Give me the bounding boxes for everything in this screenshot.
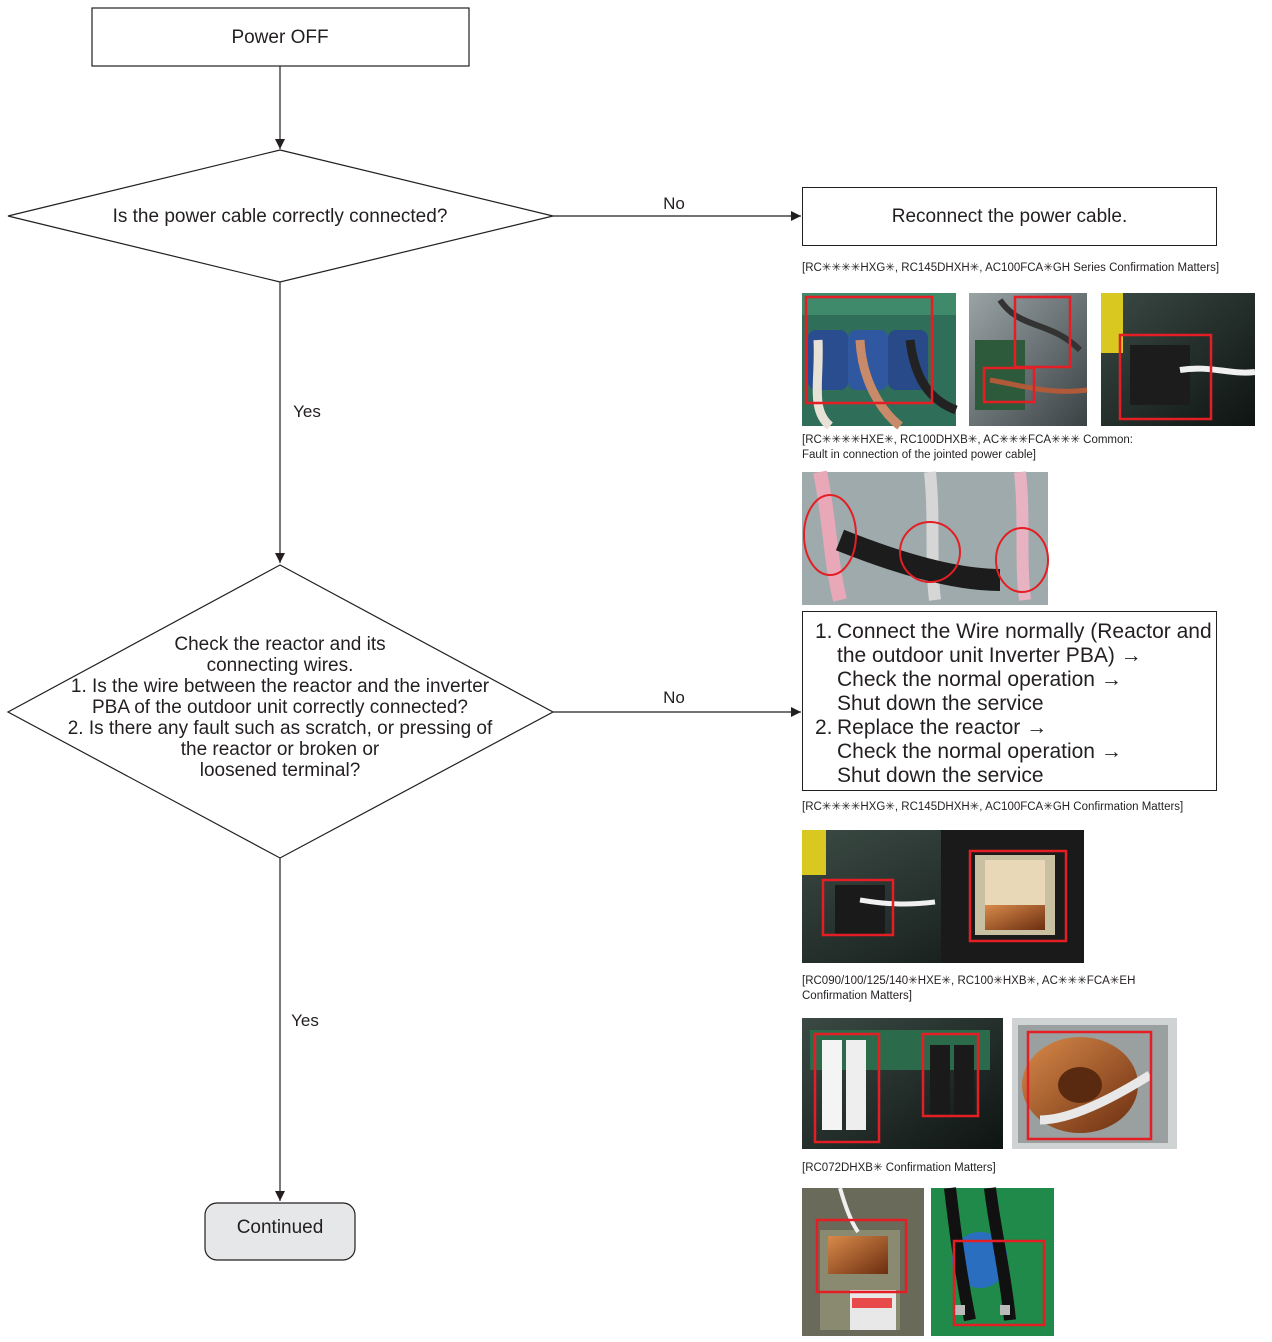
step-2-line-1: Replace the reactor → <box>837 716 1048 739</box>
decision-reactor-line-3: 1. Is the wire between the reactor and t… <box>71 676 490 697</box>
action-steps-box: 1. Connect the Wire normally (Reactor an… <box>802 611 1217 791</box>
decision-power-cable: Is the power cable correctly connected? <box>7 149 554 283</box>
edge-label-no-1: No <box>663 194 685 213</box>
decision-reactor-line-4: PBA of the outdoor unit correctly connec… <box>92 697 468 718</box>
edge-label-no-2: No <box>663 688 685 707</box>
photo-terminal-block <box>802 293 958 430</box>
step-1-line-1: Connect the Wire normally (Reactor and <box>837 620 1212 643</box>
photo-board-terminals <box>931 1187 1054 1336</box>
terminal-continued: Continued <box>204 1202 356 1261</box>
decision-reactor: Check the reactor and its connecting wir… <box>6 564 555 859</box>
decision-reactor-line-1: Check the reactor and its <box>174 634 385 655</box>
step-1-number: 1. <box>815 620 833 643</box>
power-off-label: Power OFF <box>231 27 328 48</box>
edges <box>275 66 801 1201</box>
decision-reactor-line-7: loosened terminal? <box>200 760 361 781</box>
photo-inverter-board <box>1101 293 1256 426</box>
edge-label-yes-2: Yes <box>291 1011 319 1030</box>
continued-label: Continued <box>237 1217 324 1238</box>
photo-jointed-power-cable <box>802 470 1049 605</box>
caption-rc072: [RC072DHXB✳ Confirmation Matters] <box>802 1162 996 1174</box>
edge-label-yes-1: Yes <box>293 402 321 421</box>
step-1-line-3: Check the normal operation → <box>837 668 1122 691</box>
decision-power-cable-label: Is the power cable correctly connected? <box>113 206 448 227</box>
step-1-line-4: Shut down the service <box>837 692 1044 715</box>
decision-reactor-line-6: the reactor or broken or <box>181 739 380 760</box>
caption-hxe-common-2: Fault in connection of the jointed power… <box>802 449 1036 461</box>
step-1-line-2: the outdoor unit Inverter PBA) → <box>837 644 1142 667</box>
caption-hxe-common-1: [RC✳✳✳✳HXE✳, RC100DHXB✳, AC✳✳✳FCA✳✳✳ Com… <box>802 434 1133 446</box>
caption-hxg-series: [RC✳✳✳✳HXG✳, RC145DHXH✳, AC100FCA✳GH Ser… <box>802 262 1220 274</box>
step-1: 1. Connect the Wire normally (Reactor an… <box>815 620 1212 716</box>
step-2-line-3: Shut down the service <box>837 764 1044 787</box>
photo-reactor-connection <box>802 830 1084 963</box>
caption-rc090-1: [RC090/100/125/140✳HXE✳, RC100✳HXB✳, AC✳… <box>802 975 1136 987</box>
decision-reactor-line-2: connecting wires. <box>207 655 354 676</box>
photo-toroidal-reactor <box>1012 1018 1177 1149</box>
caption-hxg-reactor: [RC✳✳✳✳HXG✳, RC145DHXH✳, AC100FCA✳GH Con… <box>802 801 1184 813</box>
node-power-off: Power OFF <box>91 7 470 67</box>
photo-connector-pair <box>802 1018 1003 1149</box>
decision-reactor-line-5: 2. Is there any fault such as scratch, o… <box>68 718 493 739</box>
step-2-number: 2. <box>815 716 833 739</box>
photo-small-reactor <box>802 1187 924 1336</box>
step-2: 2. Replace the reactor → Check the norma… <box>815 716 1210 788</box>
action-reconnect-power-cable: Reconnect the power cable. <box>802 187 1217 246</box>
photo-wiring-compartment <box>969 293 1088 426</box>
reconnect-label: Reconnect the power cable. <box>891 205 1128 227</box>
step-2-line-2: Check the normal operation → <box>837 740 1122 763</box>
caption-rc090-2: Confirmation Matters] <box>802 990 912 1002</box>
